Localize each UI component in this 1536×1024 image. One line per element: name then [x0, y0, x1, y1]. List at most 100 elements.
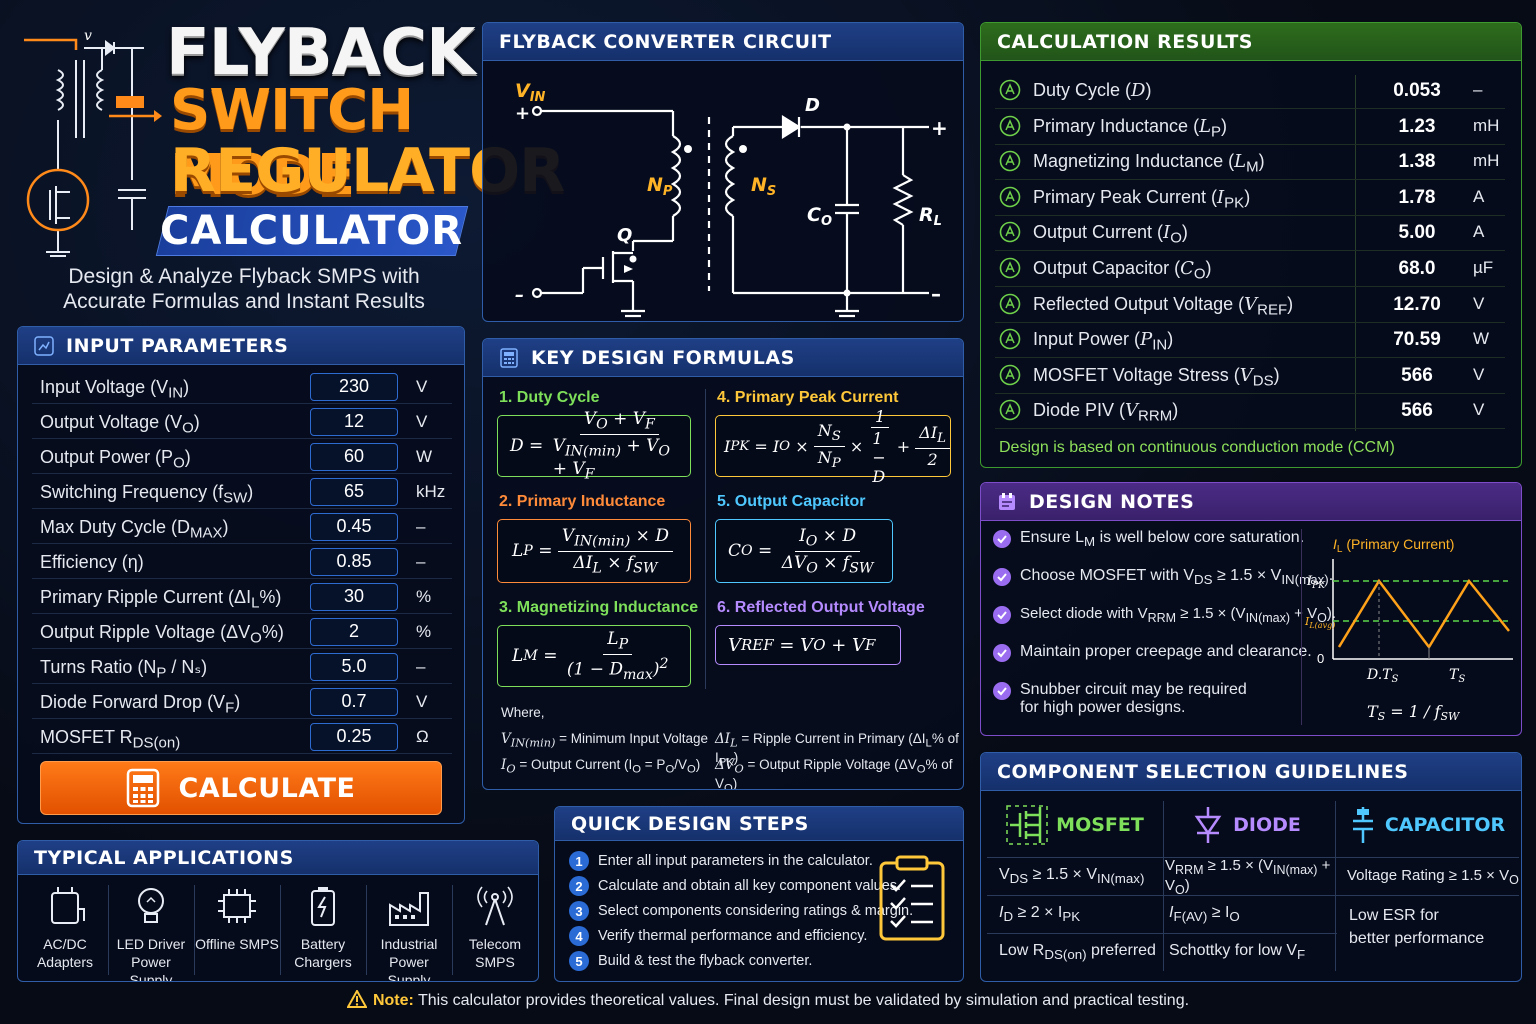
calculator-icon: [127, 768, 160, 808]
result-label: Output Capacitor (CO): [1033, 258, 1212, 283]
steps-header: QUICK DESIGN STEPS: [555, 807, 963, 841]
applications-header: TYPICAL APPLICATIONS: [18, 841, 538, 875]
result-label: Primary Inductance (LP): [1033, 115, 1228, 141]
where-dvo: ΔVO = Output Ripple Voltage (ΔVO% of VO): [715, 757, 953, 790]
input-parameters-header: INPUT PARAMETERS: [18, 327, 464, 365]
components-title: COMPONENT SELECTION GUIDELINES: [997, 760, 1409, 783]
note-4: Maintain proper creepage and clearance.: [993, 643, 1312, 662]
param-input[interactable]: 0.7: [310, 688, 398, 716]
result-label: MOSFET Voltage Stress (VDS): [1033, 364, 1280, 390]
result-value: 566: [1401, 364, 1433, 386]
param-input[interactable]: 0.45: [310, 513, 398, 541]
param-unit: –: [416, 657, 426, 676]
result-label: Duty Cycle (D): [1033, 80, 1152, 101]
diode-rule-3: Schottky for low VF: [1157, 933, 1337, 971]
formula-4-title: 4. Primary Peak Current: [717, 389, 899, 406]
svg-text:TS = 1 / fSW: TS = 1 / fSW: [1367, 702, 1461, 723]
svg-text:NP: NP: [647, 174, 673, 199]
step-number: 4: [569, 926, 589, 946]
diode-head: DIODE: [1157, 793, 1337, 857]
param-input[interactable]: 230: [310, 373, 398, 401]
where-vin-min: VIN(min) = Minimum Input Voltage: [501, 731, 709, 750]
vin-label: V: [515, 80, 531, 102]
result-label: Input Power (PIN): [1033, 329, 1174, 354]
step-number: 1: [569, 851, 589, 871]
formula-2-title: 2. Primary Inductance: [499, 493, 666, 510]
mosfet-head: MOSFET: [987, 793, 1163, 857]
np-label: N: [647, 174, 663, 196]
out-plus: +: [931, 116, 948, 140]
title-line-1: FLYBACK: [166, 16, 476, 90]
capacitor-guidelines: CAPACITOR Voltage Rating ≥ 1.5 × VO Low …: [1337, 793, 1519, 973]
flyback-logo-icon: v: [24, 28, 162, 257]
param-row: Turns Ratio (NP / Nₛ) 5.0–: [32, 651, 452, 684]
param-input[interactable]: 60: [310, 443, 398, 471]
param-label: Turns Ratio (NP / Nₛ): [40, 657, 208, 682]
param-input[interactable]: 65: [310, 478, 398, 506]
calculate-button[interactable]: CALCULATE: [40, 761, 442, 815]
diode-guidelines: DIODE VRRM ≥ 1.5 × (VIN(max) + VO) IF(AV…: [1157, 793, 1337, 973]
capacitor-head: CAPACITOR: [1337, 793, 1519, 857]
title-line-4: CALCULATOR: [160, 208, 464, 254]
param-label: Output Ripple Voltage (ΔVO%): [40, 622, 284, 647]
step-number: 5: [569, 951, 589, 971]
input-parameters-title: INPUT PARAMETERS: [66, 334, 289, 357]
note-2: Choose MOSFET with VDS ≥ 1.5 × VIN(max).: [993, 567, 1333, 587]
d-label: D: [805, 95, 820, 116]
note-4-text: Maintain proper creepage and clearance.: [1020, 643, 1312, 660]
param-row: Efficiency (η)0.85–: [32, 546, 452, 579]
where-io: IO = Output Current (IO = PO/VO): [501, 757, 701, 776]
param-unit: V: [416, 377, 428, 396]
result-icon: [999, 79, 1021, 101]
rl-sub: L: [934, 214, 942, 229]
result-unit: W: [1473, 329, 1490, 349]
results-footer: Design is based on continuous conduction…: [999, 439, 1395, 456]
ns-label: N: [751, 174, 767, 196]
step-text: Verify thermal performance and efficienc…: [598, 928, 868, 944]
result-value: 566: [1401, 400, 1433, 422]
rl-label: R: [919, 204, 934, 226]
footer-note-text: This calculator provides theoretical val…: [413, 992, 1190, 1009]
result-value: 68.0: [1398, 258, 1436, 279]
formulas-panel: KEY DESIGN FORMULAS 1. Duty Cycle D = VO…: [482, 338, 964, 790]
note-3: Select diode with VRRM ≥ 1.5 × (VIN(max)…: [993, 605, 1336, 625]
result-value: 0.053: [1393, 80, 1441, 101]
components-header: COMPONENT SELECTION GUIDELINES: [981, 753, 1521, 791]
subtitle-line-1: Design & Analyze Flyback SMPS with: [68, 265, 420, 288]
param-input[interactable]: 30: [310, 583, 398, 611]
param-label: Max Duty Cycle (DMAX): [40, 517, 229, 542]
q-label: Q: [617, 225, 632, 246]
param-input[interactable]: 0.25: [310, 723, 398, 751]
param-input[interactable]: 5.0: [310, 653, 398, 681]
title-calculator-banner: CALCULATOR: [155, 206, 469, 256]
antenna-icon: [477, 886, 513, 926]
svg-text:RL: RL: [919, 204, 942, 229]
svg-text:IL (Primary Current): IL (Primary Current): [1333, 536, 1454, 555]
result-label: Primary Peak Current (IPK): [1033, 186, 1251, 212]
chip-icon: [218, 889, 256, 923]
flyback-circuit-diagram: + – VIN NP NS Q D CO RL + –: [515, 80, 948, 318]
subtitle-line-2: Accurate Formulas and Instant Results: [63, 290, 425, 313]
ns-sub: S: [767, 184, 776, 199]
note-1-text: Ensure LM is well below core saturation.: [1020, 529, 1305, 550]
notes-panel: DESIGN NOTES Ensure LM is well below cor…: [980, 482, 1522, 736]
settings-sliders-icon: [34, 335, 54, 356]
components-separator: [1335, 801, 1336, 971]
param-input[interactable]: 0.85: [310, 548, 398, 576]
result-row: Duty Cycle (D)0.053–: [995, 73, 1505, 109]
result-icon: [999, 150, 1021, 172]
application-item: Offline SMPS: [194, 885, 280, 981]
param-input[interactable]: 2: [310, 618, 398, 646]
param-input[interactable]: 12: [310, 408, 398, 436]
